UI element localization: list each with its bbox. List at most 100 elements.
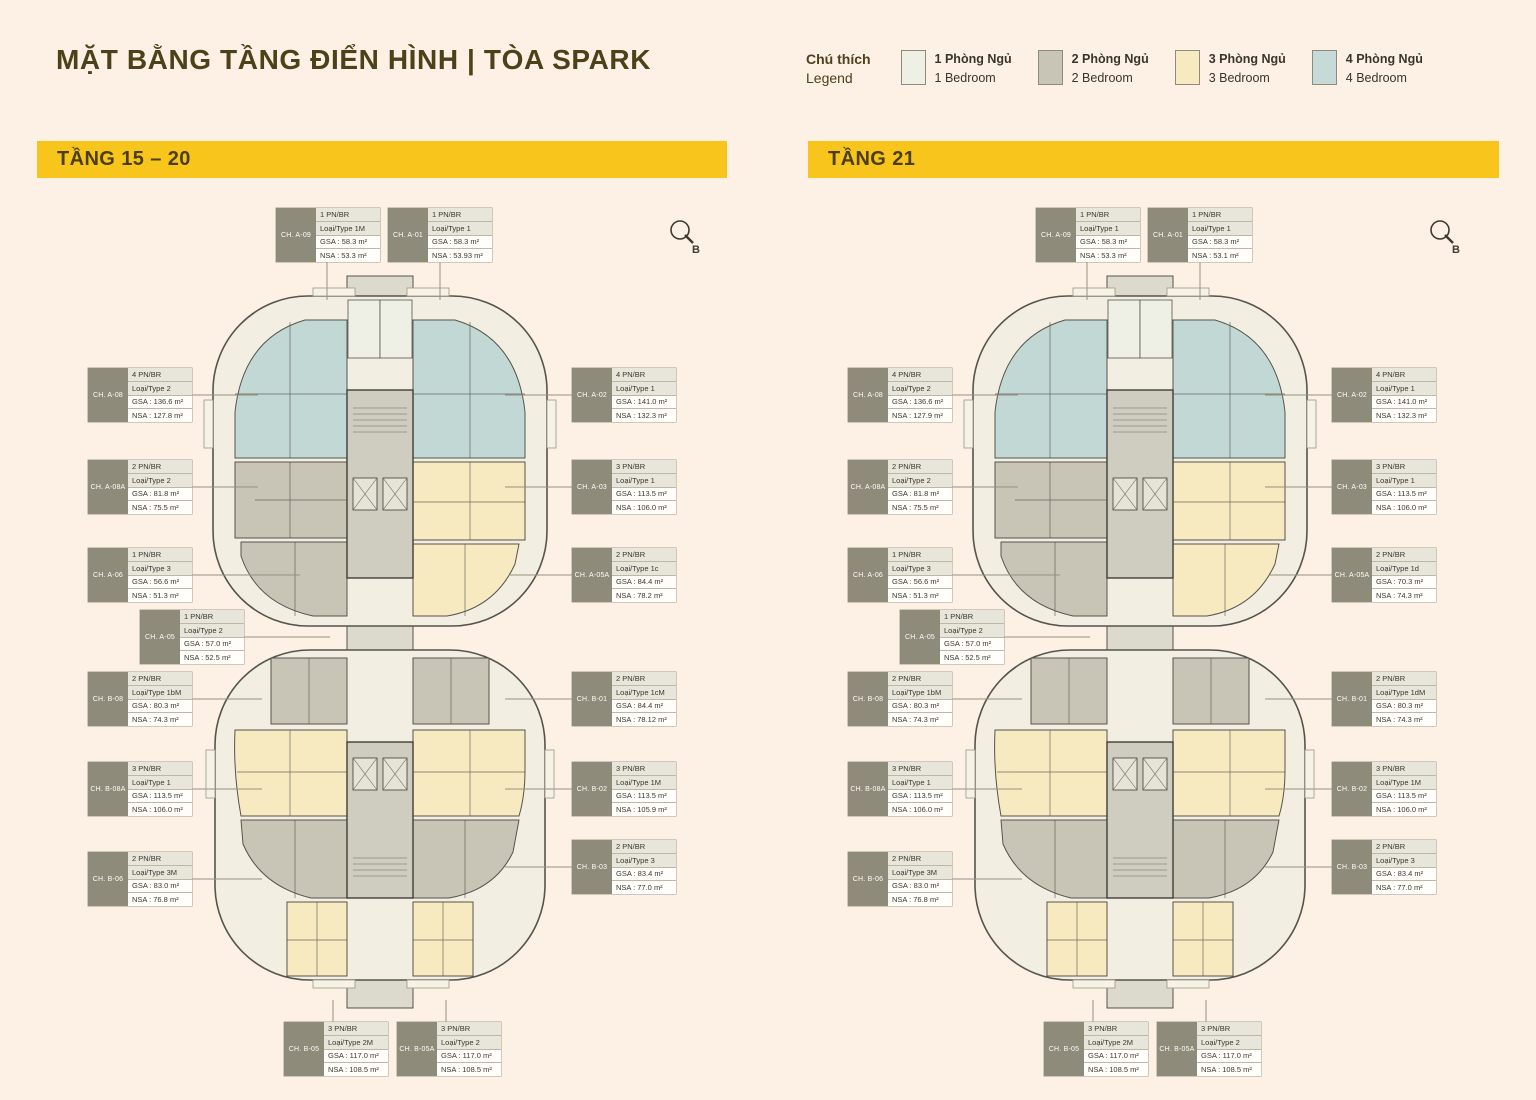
unit-type: Loại/Type 3 xyxy=(612,853,676,868)
unit-label: CH. B-02 3 PN/BR Loại/Type 1M GSA : 113.… xyxy=(572,762,676,816)
unit-bedrooms: 1 PN/BR xyxy=(180,610,244,624)
unit-bedrooms: 1 PN/BR xyxy=(1076,208,1140,222)
unit-bedrooms: 3 PN/BR xyxy=(437,1022,501,1036)
unit-code: CH. B-05A xyxy=(1157,1022,1197,1076)
unit-type: Loại/Type 1 xyxy=(1188,221,1252,236)
unit-type: Loại/Type 1M xyxy=(1372,775,1436,790)
unit-bedrooms: 2 PN/BR xyxy=(128,852,192,866)
unit-label: CH. A-06 1 PN/BR Loại/Type 3 GSA : 56.6 … xyxy=(848,548,952,602)
unit-label: CH. B-06 2 PN/BR Loại/Type 3M GSA : 83.0… xyxy=(88,852,192,906)
legend-item-label: 4 Phòng Ngủ 4 Bedroom xyxy=(1345,52,1423,85)
unit-gsa: GSA : 141.0 m² xyxy=(1372,396,1436,410)
legend-item-label: 1 Phòng Ngủ 1 Bedroom xyxy=(934,52,1012,85)
unit-bedrooms: 2 PN/BR xyxy=(888,460,952,474)
unit-gsa: GSA : 117.0 m² xyxy=(1084,1050,1148,1064)
page-title: MẶT BẰNG TẦNG ĐIỂN HÌNH | TÒA SPARK xyxy=(56,44,652,75)
unit-bedrooms: 4 PN/BR xyxy=(888,368,952,382)
unit-gsa: GSA : 113.5 m² xyxy=(612,488,676,502)
unit-code: CH. A-03 xyxy=(572,460,612,514)
unit-type: Loại/Type 2 xyxy=(888,473,952,488)
unit-label: CH. A-02 4 PN/BR Loại/Type 1 GSA : 141.0… xyxy=(1332,368,1436,422)
unit-type: Loại/Type 1 xyxy=(612,381,676,396)
unit-type: Loại/Type 2 xyxy=(940,623,1004,638)
unit-label: CH. A-05 1 PN/BR Loại/Type 2 GSA : 57.0 … xyxy=(140,610,244,664)
unit-gsa: GSA : 70.3 m² xyxy=(1372,576,1436,590)
unit-nsa: NSA : 52.5 m² xyxy=(184,653,231,663)
unit-bedrooms: 2 PN/BR xyxy=(128,672,192,686)
floor-plan-drawing-15-20 xyxy=(203,275,557,1009)
unit-gsa: GSA : 136.6 m² xyxy=(128,396,192,410)
unit-nsa: NSA : 106.0 m² xyxy=(892,805,943,815)
unit-code: CH. B-06 xyxy=(88,852,128,906)
unit-code: CH. B-03 xyxy=(1332,840,1372,894)
unit-bedrooms: 3 PN/BR xyxy=(612,762,676,776)
unit-bedrooms: 4 PN/BR xyxy=(1372,368,1436,382)
unit-gsa: GSA : 113.5 m² xyxy=(128,790,192,804)
unit-bedrooms: 2 PN/BR xyxy=(888,672,952,686)
unit-gsa: GSA : 57.0 m² xyxy=(180,638,244,652)
unit-gsa: GSA : 117.0 m² xyxy=(1197,1050,1261,1064)
unit-type: Loại/Type 1bM xyxy=(128,685,192,700)
unit-gsa: GSA : 56.6 m² xyxy=(888,576,952,590)
unit-bedrooms: 1 PN/BR xyxy=(888,548,952,562)
unit-type: Loại/Type 3 xyxy=(888,561,952,576)
unit-gsa: GSA : 58.3 m² xyxy=(316,236,380,250)
legend-item: 4 Phòng Ngủ 4 Bedroom xyxy=(1311,50,1423,88)
unit-bedrooms: 1 PN/BR xyxy=(128,548,192,562)
unit-label: CH. B-06 2 PN/BR Loại/Type 3M GSA : 83.0… xyxy=(848,852,952,906)
unit-nsa: NSA : 75.5 m² xyxy=(892,503,939,513)
unit-label: CH. A-05A 2 PN/BR Loại/Type 1d GSA : 70.… xyxy=(1332,548,1436,602)
unit-bedrooms: 2 PN/BR xyxy=(128,460,192,474)
unit-gsa: GSA : 83.0 m² xyxy=(128,880,192,894)
unit-gsa: GSA : 81.8 m² xyxy=(888,488,952,502)
unit-label: CH. A-08 4 PN/BR Loại/Type 2 GSA : 136.6… xyxy=(848,368,952,422)
legend-title-en: Legend xyxy=(806,69,853,86)
legend-item: 2 Phòng Ngủ 2 Bedroom xyxy=(1037,50,1149,88)
unit-nsa: NSA : 53.3 m² xyxy=(320,251,367,261)
unit-nsa: NSA : 53.1 m² xyxy=(1192,251,1239,261)
unit-nsa: NSA : 108.5 m² xyxy=(328,1065,379,1075)
unit-nsa: NSA : 77.0 m² xyxy=(1376,883,1423,893)
floor-plan-drawing-21 xyxy=(963,275,1317,1009)
unit-bedrooms: 4 PN/BR xyxy=(128,368,192,382)
unit-type: Loại/Type 1 xyxy=(428,221,492,236)
legend-color-swatch xyxy=(900,50,926,85)
unit-label: CH. B-05A 3 PN/BR Loại/Type 2 GSA : 117.… xyxy=(1157,1022,1261,1076)
unit-label: CH. A-05A 2 PN/BR Loại/Type 1c GSA : 84.… xyxy=(572,548,676,602)
unit-nsa: NSA : 78.2 m² xyxy=(616,591,663,601)
unit-label: CH. B-08A 3 PN/BR Loại/Type 1 GSA : 113.… xyxy=(88,762,192,816)
unit-code: CH. A-05A xyxy=(572,548,612,602)
unit-code: CH. A-08A xyxy=(88,460,128,514)
unit-nsa: NSA : 51.3 m² xyxy=(892,591,939,601)
unit-label: CH. B-02 3 PN/BR Loại/Type 1M GSA : 113.… xyxy=(1332,762,1436,816)
unit-nsa: NSA : 51.3 m² xyxy=(132,591,179,601)
unit-code: CH. A-05 xyxy=(140,610,180,664)
unit-code: CH. B-01 xyxy=(1332,672,1372,726)
unit-bedrooms: 3 PN/BR xyxy=(888,762,952,776)
unit-gsa: GSA : 81.8 m² xyxy=(128,488,192,502)
legend: Chú thích Legend 1 Phòng Ngủ 1 Bedroom 2… xyxy=(806,50,1423,88)
unit-type: Loại/Type 3M xyxy=(128,865,192,880)
unit-code: CH. B-08 xyxy=(88,672,128,726)
unit-bedrooms: 2 PN/BR xyxy=(1372,672,1436,686)
unit-code: CH. B-01 xyxy=(572,672,612,726)
unit-gsa: GSA : 56.6 m² xyxy=(128,576,192,590)
unit-code: CH. A-05A xyxy=(1332,548,1372,602)
unit-gsa: GSA : 83.0 m² xyxy=(888,880,952,894)
unit-nsa: NSA : 108.5 m² xyxy=(441,1065,492,1075)
unit-code: CH. B-02 xyxy=(1332,762,1372,816)
unit-type: Loại/Type 1cM xyxy=(612,685,676,700)
unit-nsa: NSA : 108.5 m² xyxy=(1201,1065,1252,1075)
unit-label: CH. A-08A 2 PN/BR Loại/Type 2 GSA : 81.8… xyxy=(848,460,952,514)
unit-label: CH. A-08A 2 PN/BR Loại/Type 2 GSA : 81.8… xyxy=(88,460,192,514)
unit-type: Loại/Type 1 xyxy=(128,775,192,790)
unit-code: CH. A-01 xyxy=(388,208,428,262)
unit-gsa: GSA : 84.4 m² xyxy=(612,700,676,714)
unit-nsa: NSA : 108.5 m² xyxy=(1088,1065,1139,1075)
unit-type: Loại/Type 3 xyxy=(128,561,192,576)
unit-gsa: GSA : 113.5 m² xyxy=(1372,488,1436,502)
unit-type: Loại/Type 2 xyxy=(437,1035,501,1050)
unit-bedrooms: 3 PN/BR xyxy=(1372,460,1436,474)
unit-label: CH. B-01 2 PN/BR Loại/Type 1dM GSA : 80.… xyxy=(1332,672,1436,726)
